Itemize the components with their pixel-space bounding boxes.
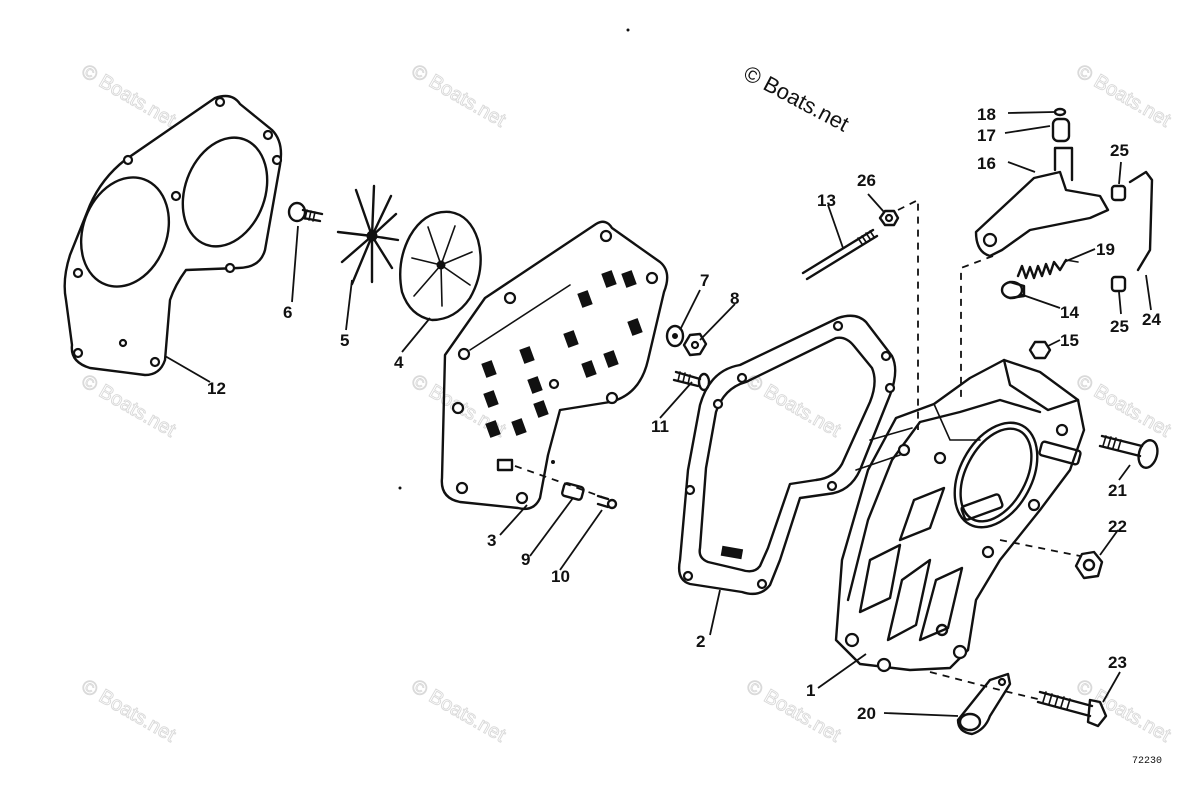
nut-8-drawing bbox=[682, 332, 708, 357]
callout-21: 21 bbox=[1108, 481, 1127, 500]
nut-26-drawing bbox=[878, 209, 900, 227]
callout-4: 4 bbox=[394, 353, 404, 372]
watermark-7: © Boats.net bbox=[1073, 370, 1175, 442]
watermark-4: © Boats.net bbox=[78, 370, 180, 442]
pin-17-drawing bbox=[1051, 117, 1071, 143]
callout-10: 10 bbox=[551, 567, 570, 586]
speck bbox=[398, 486, 402, 490]
watermark-3: © Boats.net bbox=[1073, 60, 1175, 132]
reed-cells-right bbox=[563, 270, 643, 378]
callout-17: 17 bbox=[977, 126, 996, 145]
reed-block-3-drawing bbox=[440, 220, 669, 511]
watermark-6: © Boats.net bbox=[743, 370, 845, 442]
reed-cells-left bbox=[481, 346, 549, 438]
callout-1: 1 bbox=[806, 681, 815, 700]
callout-18: 18 bbox=[977, 105, 996, 124]
callouts: 12 6 5 4 3 9 10 7 8 11 2 13 26 18 17 16 … bbox=[207, 105, 1161, 723]
lever-16-drawing bbox=[974, 146, 1110, 258]
callout-16: 16 bbox=[977, 154, 996, 173]
assembly-line-nut-22 bbox=[999, 539, 1081, 557]
bolt-23-drawing bbox=[1036, 690, 1108, 728]
callout-7: 7 bbox=[700, 271, 709, 290]
watermark-2: © Boats.net bbox=[408, 60, 510, 132]
clip-18-drawing bbox=[1053, 107, 1067, 117]
speck bbox=[551, 460, 555, 464]
screw-6-drawing bbox=[287, 201, 324, 223]
assembly-line-stud bbox=[897, 198, 919, 430]
callout-2: 2 bbox=[696, 632, 705, 651]
callout-12: 12 bbox=[207, 379, 226, 398]
callout-25-upper: 25 bbox=[1110, 141, 1129, 160]
copyright-notice: © Boats.net bbox=[740, 60, 854, 136]
callout-20: 20 bbox=[857, 704, 876, 723]
assembly-line-pin bbox=[514, 465, 603, 498]
callout-22: 22 bbox=[1108, 517, 1127, 536]
screw-10-drawing bbox=[596, 494, 618, 510]
callout-24: 24 bbox=[1142, 310, 1161, 329]
gasket-2-drawing bbox=[677, 314, 897, 596]
nut-25-upper-drawing bbox=[1110, 184, 1127, 202]
reed-plate-4-drawing bbox=[399, 210, 482, 322]
pin-9-drawing bbox=[561, 482, 585, 501]
callout-14: 14 bbox=[1060, 303, 1079, 322]
callout-3: 3 bbox=[487, 531, 496, 550]
callout-26: 26 bbox=[857, 171, 876, 190]
callout-15: 15 bbox=[1060, 331, 1079, 350]
callout-19: 19 bbox=[1096, 240, 1115, 259]
watermark-1: © Boats.net bbox=[78, 60, 180, 132]
nut-25-lower-drawing bbox=[1110, 275, 1127, 293]
callout-13: 13 bbox=[817, 191, 836, 210]
bushing-14-drawing bbox=[1000, 280, 1026, 300]
figure-number: 72230 bbox=[1132, 756, 1162, 767]
callout-5: 5 bbox=[340, 331, 349, 350]
nut-15-drawing bbox=[1028, 340, 1052, 360]
gasket-12-drawing bbox=[63, 94, 283, 377]
stud-13-drawing bbox=[801, 228, 879, 281]
callout-25-lower: 25 bbox=[1110, 317, 1129, 336]
nut-22-drawing bbox=[1074, 550, 1104, 580]
screw-21-drawing bbox=[1098, 434, 1159, 469]
watermark-10: © Boats.net bbox=[743, 675, 845, 747]
callout-8: 8 bbox=[730, 289, 739, 308]
callout-23: 23 bbox=[1108, 653, 1127, 672]
reed-5-drawing bbox=[336, 184, 400, 286]
watermark-9: © Boats.net bbox=[408, 675, 510, 747]
assembly-line-lever bbox=[960, 255, 994, 400]
leader-lines bbox=[164, 111, 1152, 717]
link-rod-24-drawing bbox=[1128, 170, 1154, 272]
spring-19-drawing bbox=[1016, 258, 1079, 280]
screw-11-drawing bbox=[672, 370, 711, 392]
callout-9: 9 bbox=[521, 550, 530, 569]
washer-7-drawing bbox=[665, 324, 685, 348]
callout-11: 11 bbox=[651, 417, 669, 436]
watermark-8: © Boats.net bbox=[78, 675, 180, 747]
speck bbox=[626, 28, 630, 32]
clamp-20-drawing bbox=[956, 672, 1012, 736]
adaptor-1-drawing bbox=[834, 358, 1086, 673]
callout-6: 6 bbox=[283, 303, 292, 322]
